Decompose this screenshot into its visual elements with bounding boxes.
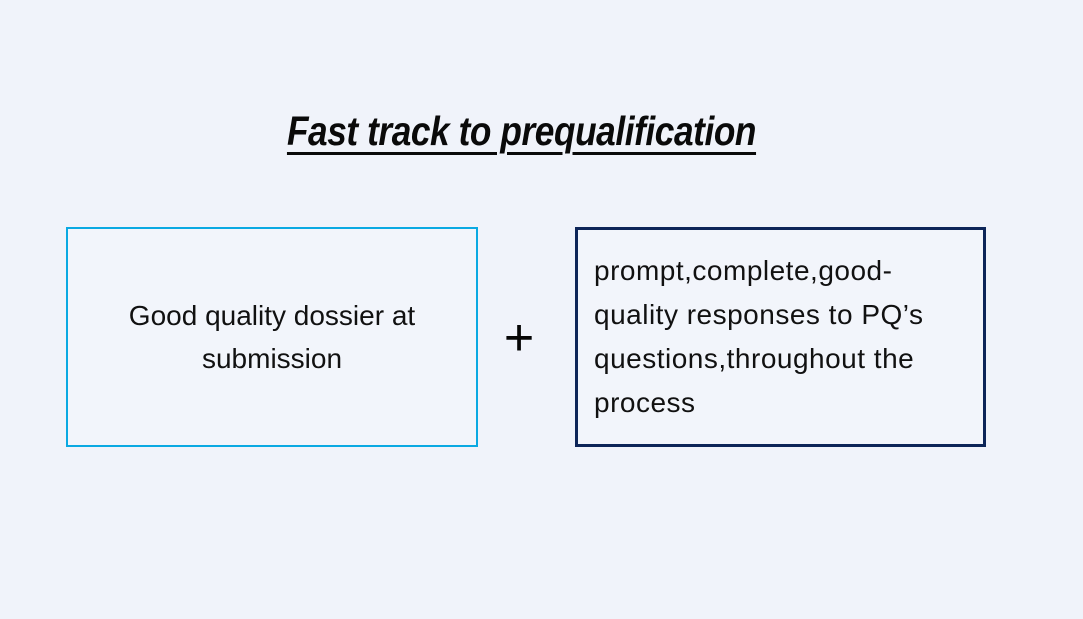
plus-sign: + [503, 308, 535, 367]
right-box-line-4: process [594, 387, 696, 418]
page-title: Fast track to prequalification [286, 108, 757, 154]
right-box-line-1: prompt,complete,good- [594, 255, 893, 286]
right-box-line-2: quality responses to PQ’s [594, 299, 924, 330]
left-box-line-2: submission [201, 343, 343, 374]
left-box-line-1: Good quality dossier at [128, 300, 416, 331]
right-box-line-3: questions,throughout the [594, 343, 915, 374]
prompt-responses-box: prompt,complete,good- quality responses … [575, 227, 986, 447]
good-quality-dossier-box: Good quality dossier at submission [66, 227, 478, 447]
